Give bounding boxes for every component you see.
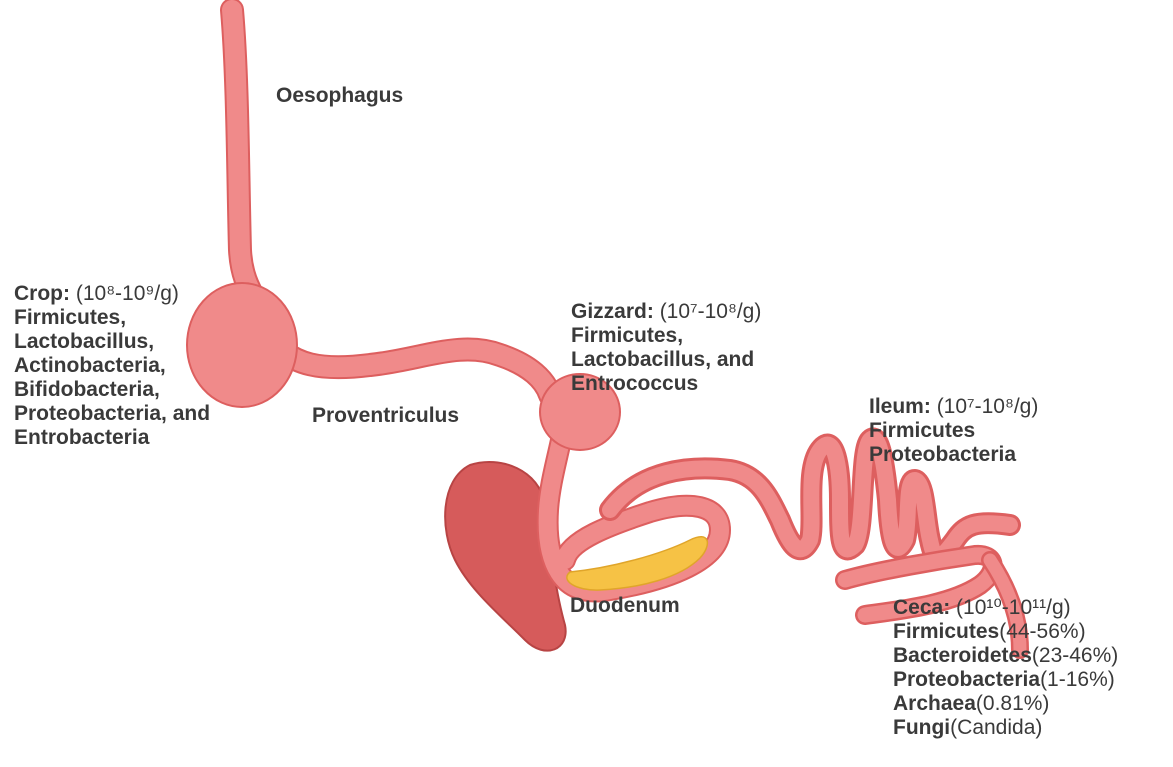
ceca-taxon-name: Fungi <box>893 716 950 739</box>
oesophagus-label-text: Oesophagus <box>276 84 403 107</box>
ileum-label: Ileum: (10⁷-10⁸/g) Firmicutes Proteobact… <box>869 395 1038 467</box>
ileum-taxon: Firmicutes <box>869 419 1038 443</box>
ceca-taxon-value: (Candida) <box>950 716 1042 739</box>
crop-title: Crop: <box>14 282 70 305</box>
ceca-taxon-value: (44-56%) <box>999 620 1085 643</box>
proventriculus-label: Proventriculus <box>312 404 459 428</box>
ceca-taxon: Proteobacteria(1-16%) <box>893 668 1118 692</box>
crop-taxon: Firmicutes, <box>14 306 210 330</box>
ceca-taxon-value: (1-16%) <box>1040 668 1115 691</box>
ceca-title: Ceca: <box>893 596 950 619</box>
gizzard-taxon: Lactobacillus, and <box>571 348 761 372</box>
ceca-taxon: Archaea(0.81%) <box>893 692 1118 716</box>
crop-count: (10⁸-10⁹/g) <box>76 282 179 305</box>
gizzard-count: (10⁷-10⁸/g) <box>660 300 762 323</box>
crop-taxon: Actinobacteria, <box>14 354 210 378</box>
ceca-taxon-name: Archaea <box>893 692 976 715</box>
duodenum-label: Duodenum <box>570 594 680 618</box>
crop-heading: Crop: (10⁸-10⁹/g) <box>14 282 210 306</box>
ceca-taxon-name: Bacteroidetes <box>893 644 1032 667</box>
ceca-taxon-name: Firmicutes <box>893 620 999 643</box>
ileum-count: (10⁷-10⁸/g) <box>937 395 1039 418</box>
crop-taxon: Lactobacillus, <box>14 330 210 354</box>
ileum-title: Ileum: <box>869 395 931 418</box>
proventriculus-label-text: Proventriculus <box>312 404 459 427</box>
crop-taxon: Proteobacteria, and <box>14 402 210 426</box>
crop-taxon: Entrobacteria <box>14 426 210 450</box>
crop-label: Crop: (10⁸-10⁹/g) Firmicutes, Lactobacil… <box>14 282 210 450</box>
oesophagus-label: Oesophagus <box>276 84 403 108</box>
duodenum-label-text: Duodenum <box>570 594 680 617</box>
ceca-taxon-value: (0.81%) <box>976 692 1050 715</box>
ceca-taxon-name: Proteobacteria <box>893 668 1040 691</box>
ceca-label: Ceca: (10¹⁰-10¹¹/g) Firmicutes(44-56%) B… <box>893 596 1118 740</box>
gizzard-heading: Gizzard: (10⁷-10⁸/g) <box>571 300 761 324</box>
ceca-taxon: Bacteroidetes(23-46%) <box>893 644 1118 668</box>
gizzard-taxon: Entrococcus <box>571 372 761 396</box>
gizzard-title: Gizzard: <box>571 300 654 323</box>
ceca-taxon: Fungi(Candida) <box>893 716 1118 740</box>
gizzard-label: Gizzard: (10⁷-10⁸/g) Firmicutes, Lactoba… <box>571 300 761 396</box>
gizzard-taxon: Firmicutes, <box>571 324 761 348</box>
ileum-taxon: Proteobacteria <box>869 443 1038 467</box>
ceca-count: (10¹⁰-10¹¹/g) <box>956 596 1071 619</box>
crop-taxon: Bifidobacteria, <box>14 378 210 402</box>
ceca-taxon-value: (23-46%) <box>1032 644 1118 667</box>
ceca-heading: Ceca: (10¹⁰-10¹¹/g) <box>893 596 1118 620</box>
ileum-heading: Ileum: (10⁷-10⁸/g) <box>869 395 1038 419</box>
ceca-taxon: Firmicutes(44-56%) <box>893 620 1118 644</box>
